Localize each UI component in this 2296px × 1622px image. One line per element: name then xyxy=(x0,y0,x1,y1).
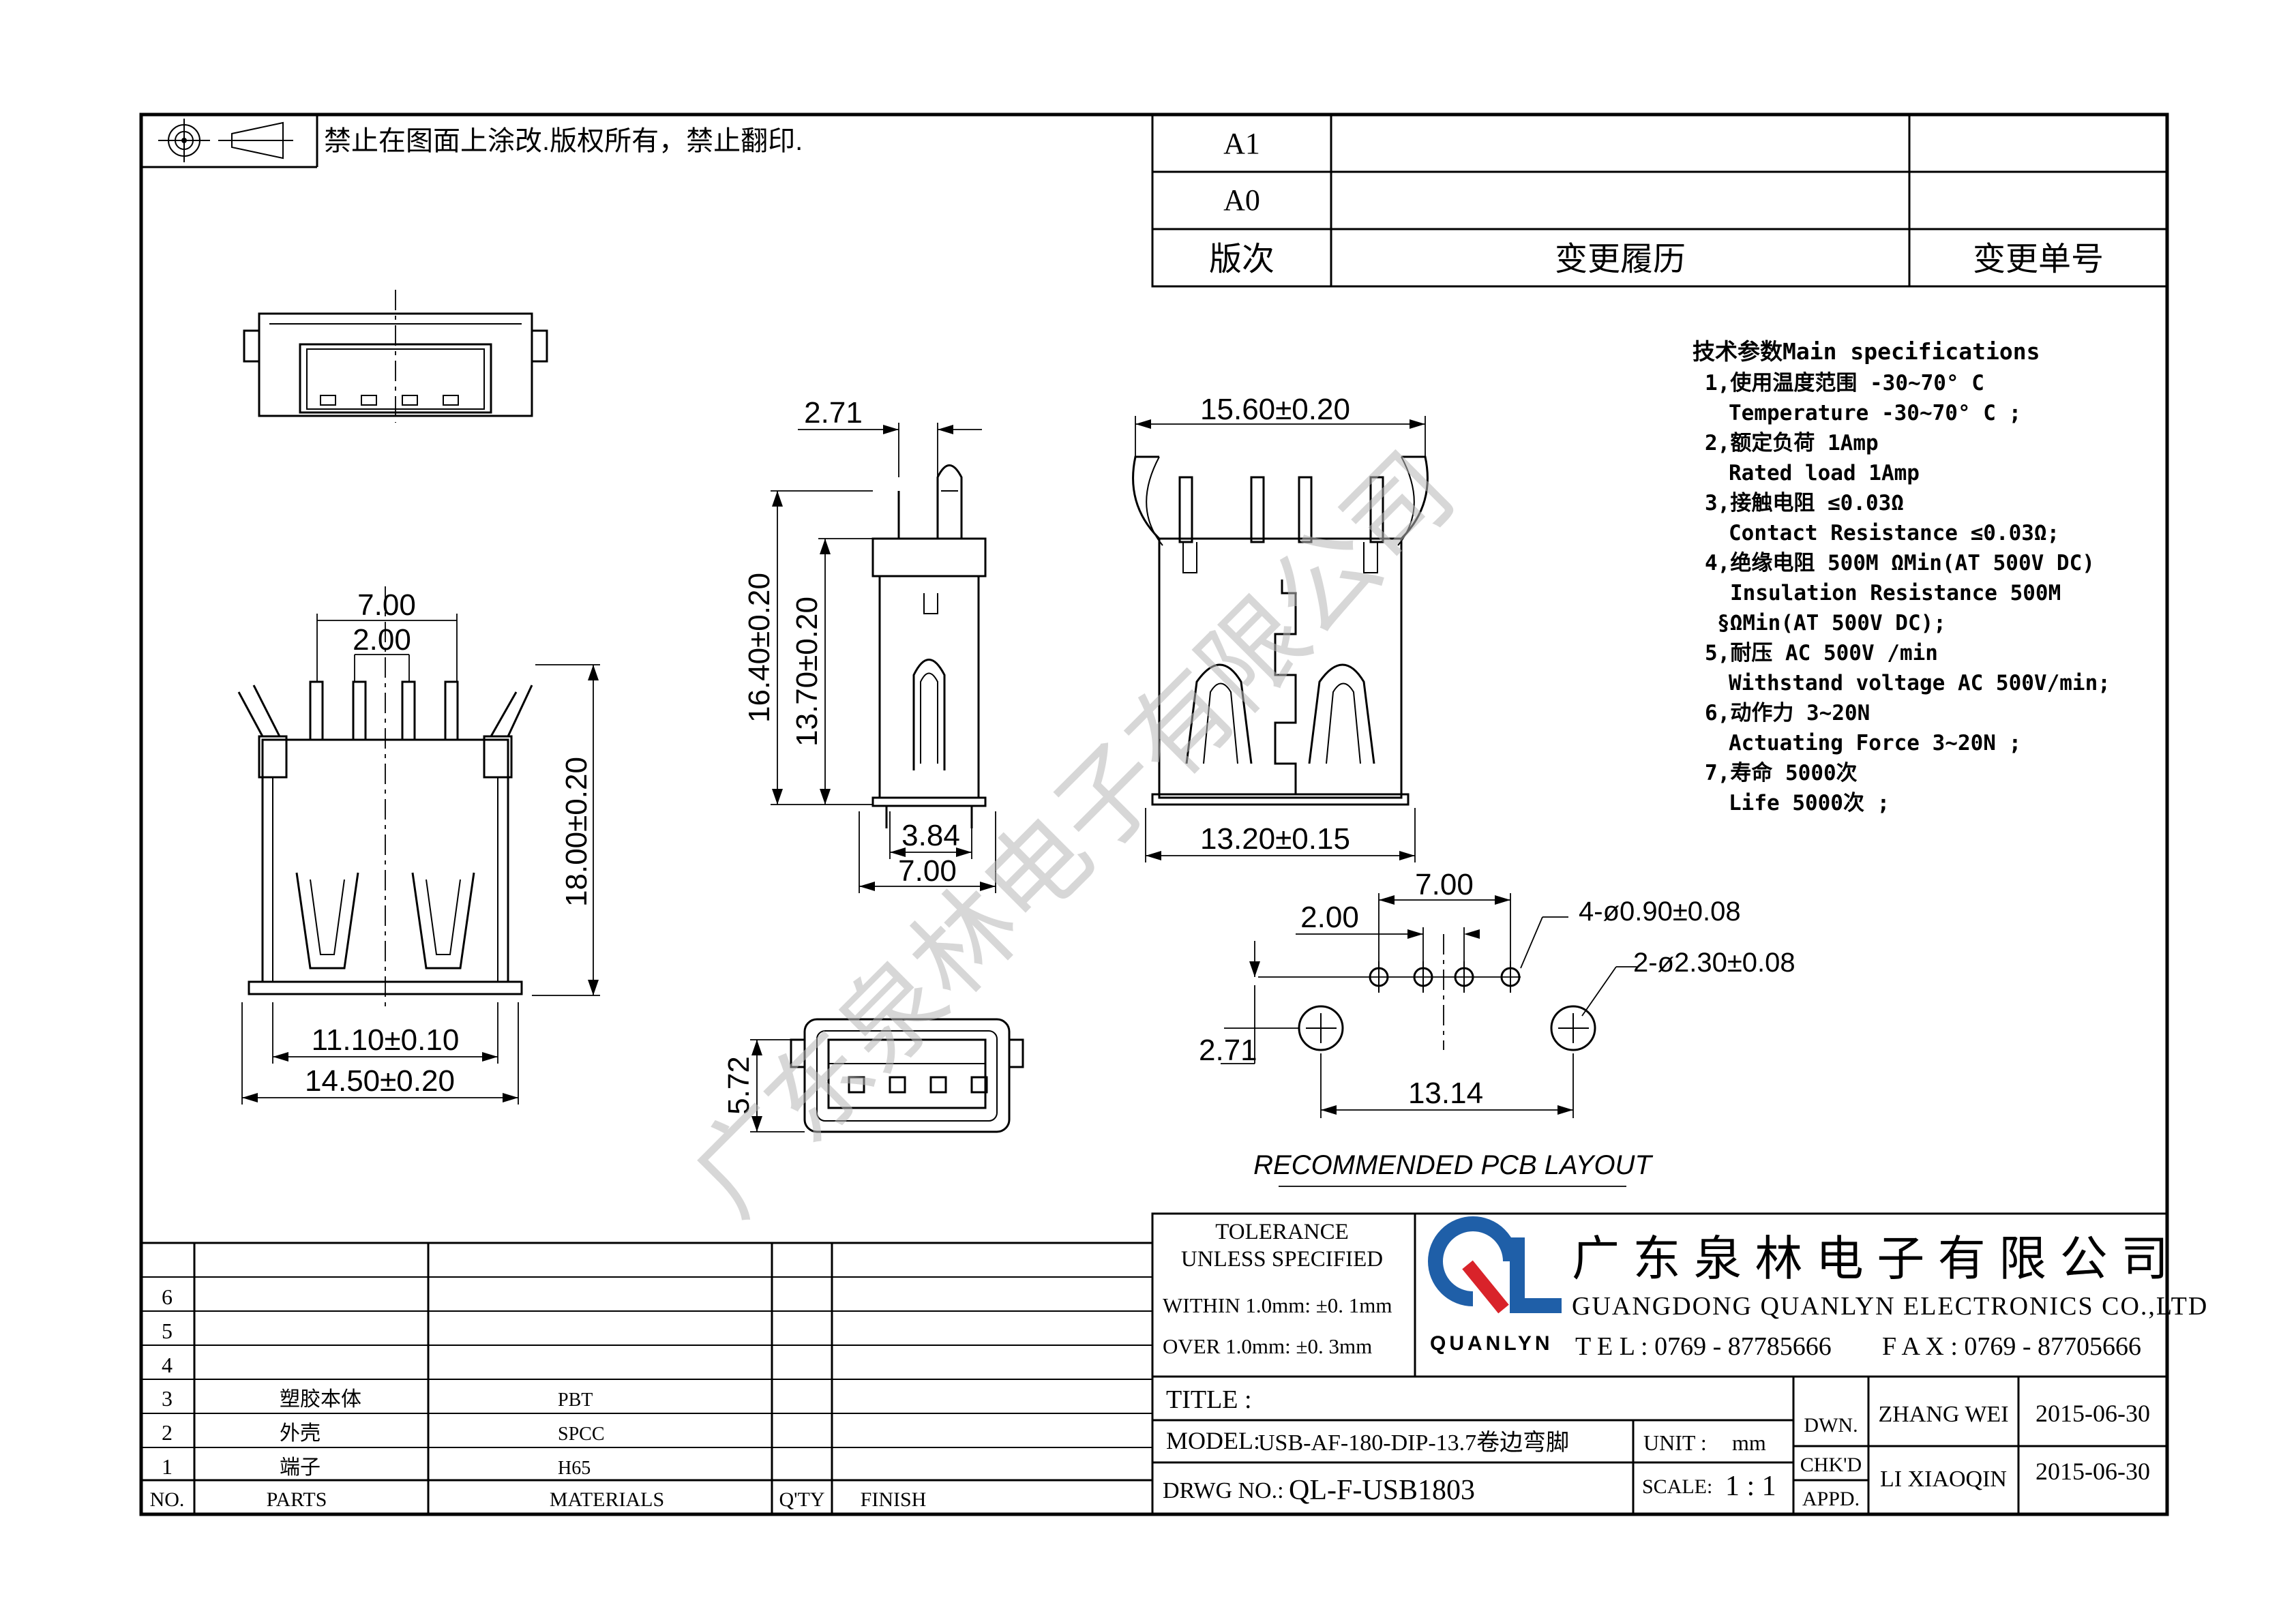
company-logo-icon xyxy=(1428,1216,1562,1314)
dim-inner-width: 11.10±0.10 xyxy=(312,1023,460,1057)
pcb-holes-small: 4-ø0.90±0.08 xyxy=(1579,897,1741,927)
dim-total-height: 16.40±0.20 xyxy=(743,573,776,723)
pcb-pitch-inner: 2.00 xyxy=(1300,901,1359,934)
spec-line-9: §ΩMin(AT 500V DC); xyxy=(1717,611,1946,635)
company-fax: F A X : 0769 - 87705666 xyxy=(1882,1332,2141,1361)
dim-bottom-width: 13.20±0.15 xyxy=(1200,822,1350,856)
watermark: 广东泉林电子有限公司 xyxy=(670,431,1477,1238)
dim-front-height: 5.72 xyxy=(722,1056,756,1115)
spec-line-13: Actuating Force 3~20N ; xyxy=(1729,731,2021,755)
bom-no-3: 3 xyxy=(162,1386,173,1411)
spec-line-3: 2,额定负荷 1Amp xyxy=(1705,431,1879,455)
model-label: MODEL: xyxy=(1166,1427,1260,1454)
dim-tab: 2.71 xyxy=(804,396,863,430)
spec-line-7: 4,绝缘电阻 500M ΩMin(AT 500V DC) xyxy=(1705,551,2095,575)
pcb-holes-large: 2-ø2.30±0.08 xyxy=(1633,948,1795,978)
bom-material-3: PBT xyxy=(558,1390,593,1411)
notice-box: 禁止在图面上涂改.版权所有，禁止翻印. xyxy=(141,115,803,168)
scale-value: 1 : 1 xyxy=(1725,1471,1776,1502)
title-label: TITLE : xyxy=(1166,1385,1252,1414)
top-view-drawing xyxy=(243,290,548,423)
model-value: USB-AF-180-DIP-13.7卷边弯脚 xyxy=(1258,1430,1569,1456)
bom-table: 6 5 4 3 2 1 塑胶本体 外壳 端子 PBT SPCC H65 NO. … xyxy=(141,1242,1152,1514)
scale-label: SCALE: xyxy=(1642,1475,1712,1498)
bom-header-finish: FINISH xyxy=(861,1488,927,1511)
tolerance-title-1: TOLERANCE xyxy=(1215,1220,1349,1244)
dim-outer-width: 14.50±0.20 xyxy=(305,1064,455,1098)
chk-date: 2015-06-30 xyxy=(2036,1458,2150,1485)
pcb-offset: 2.71 xyxy=(1199,1034,1257,1067)
pcb-title: RECOMMENDED PCB LAYOUT xyxy=(1253,1150,1653,1180)
spec-line-11: Withstand voltage AC 500V/min; xyxy=(1729,671,2111,695)
projection-symbol-icon xyxy=(158,119,293,162)
spec-line-2: Temperature -30~70° C ; xyxy=(1729,401,2021,425)
dim-base: 3.84 xyxy=(901,819,960,852)
chk-label: CHK'D xyxy=(1800,1454,1862,1476)
back-view-drawing: 15.60±0.20 13.20±0.15 xyxy=(1132,393,1429,862)
dim-pitch-outer: 7.00 xyxy=(357,588,416,622)
dwn-name: ZHANG WEI xyxy=(1878,1402,2008,1427)
bom-no-5: 5 xyxy=(162,1319,173,1343)
rev-header-number: 变更单号 xyxy=(1973,241,2104,277)
rev-header-history: 变更履历 xyxy=(1555,241,1686,277)
company-cn-name: 广 东 泉 林 电 子 有 限 公 司 xyxy=(1572,1232,2168,1285)
unit-label: UNIT : xyxy=(1643,1430,1707,1455)
dim-pitch-inner: 2.00 xyxy=(353,623,411,657)
spec-line-14: 7,寿命 5000次 xyxy=(1705,761,1858,785)
chk-name: LI XIAOQIN xyxy=(1880,1467,2007,1492)
spec-title: 技术参数Main specifications xyxy=(1693,338,2040,365)
drwg-value: QL-F-USB1803 xyxy=(1289,1475,1475,1506)
spec-line-15: Life 5000次 ; xyxy=(1729,791,1890,815)
spec-line-12: 6,动作力 3~20N xyxy=(1705,701,1870,725)
bom-no-2: 2 xyxy=(162,1420,173,1445)
bom-part-2: 外壳 xyxy=(280,1422,320,1445)
tolerance-within: WITHIN 1.0mm: ±0. 1mm xyxy=(1163,1293,1392,1317)
spec-line-5: 3,接触电阻 ≤0.03Ω xyxy=(1705,491,1904,515)
tolerance-over: OVER 1.0mm: ±0. 3mm xyxy=(1163,1334,1372,1358)
drwg-label: DRWG NO.: xyxy=(1163,1478,1284,1503)
company-logo-text: QUANLYN xyxy=(1430,1332,1553,1355)
dim-top-width: 15.60±0.20 xyxy=(1200,393,1350,426)
bom-no-4: 4 xyxy=(162,1353,173,1377)
bom-part-1: 端子 xyxy=(280,1456,320,1479)
company-tel: T E L : 0769 - 87785666 xyxy=(1575,1332,1832,1361)
rev-version-a1: A1 xyxy=(1223,127,1260,160)
front-view-drawing: 5.72 xyxy=(722,1018,1024,1133)
spec-line-4: Rated load 1Amp xyxy=(1729,461,1920,485)
bom-no-1: 1 xyxy=(162,1454,173,1479)
title-block: TOLERANCE UNLESS SPECIFIED WITHIN 1.0mm:… xyxy=(1151,1212,2208,1516)
dwn-label: DWN. xyxy=(1804,1414,1858,1437)
bom-header-no: NO. xyxy=(150,1488,185,1511)
bom-material-2: SPCC xyxy=(558,1424,605,1445)
spec-line-10: 5,耐压 AC 500V /min xyxy=(1705,641,1938,665)
tolerance-title-2: UNLESS SPECIFIED xyxy=(1181,1247,1383,1272)
pcb-pitch-outer: 7.00 xyxy=(1415,868,1474,901)
spec-line-6: Contact Resistance ≤0.03Ω; xyxy=(1729,521,2059,545)
unit-value: mm xyxy=(1732,1430,1766,1455)
pcb-span: 13.14 xyxy=(1408,1077,1483,1110)
company-en-name: GUANGDONG QUANLYN ELECTRONICS CO.,LTD xyxy=(1572,1292,2208,1321)
bom-header-parts: PARTS xyxy=(267,1488,327,1511)
rev-version-a0: A0 xyxy=(1223,183,1260,217)
specifications-block: 技术参数Main specifications 1,使用温度范围 -30~70°… xyxy=(1693,338,2111,815)
rev-header-version: 版次 xyxy=(1209,241,1274,277)
bom-header-materials: MATERIALS xyxy=(550,1488,664,1511)
revision-table: A1 A0 版次 变更履历 变更单号 xyxy=(1151,113,2168,288)
bom-no-6: 6 xyxy=(162,1285,173,1309)
appd-label: APPD. xyxy=(1802,1488,1860,1510)
side-view-drawing: 2.71 16.40±0.20 13.70±0.20 3.84 7.00 xyxy=(743,396,996,893)
spec-line-8: Insulation Resistance 500M xyxy=(1730,581,2061,605)
dim-depth: 7.00 xyxy=(898,854,957,888)
dim-body-height: 13.70±0.20 xyxy=(790,597,824,747)
bom-header-qty: Q'TY xyxy=(779,1488,824,1511)
bom-material-1: H65 xyxy=(558,1458,591,1479)
pcb-layout-drawing: 7.00 2.00 4-ø0.90±0.08 2-ø2.30±0.08 2.71… xyxy=(1199,868,1795,1187)
main-view-drawing: 7.00 2.00 18.00±0.20 11.10±0.10 14.50±0.… xyxy=(237,586,600,1105)
spec-line-1: 1,使用温度范围 -30~70° C xyxy=(1705,371,1984,395)
dim-height: 18.00±0.20 xyxy=(560,757,593,907)
dwn-date: 2015-06-30 xyxy=(2036,1400,2150,1427)
bom-part-3: 塑胶本体 xyxy=(280,1388,361,1411)
notice-text: 禁止在图面上涂改.版权所有，禁止翻印. xyxy=(324,126,803,156)
